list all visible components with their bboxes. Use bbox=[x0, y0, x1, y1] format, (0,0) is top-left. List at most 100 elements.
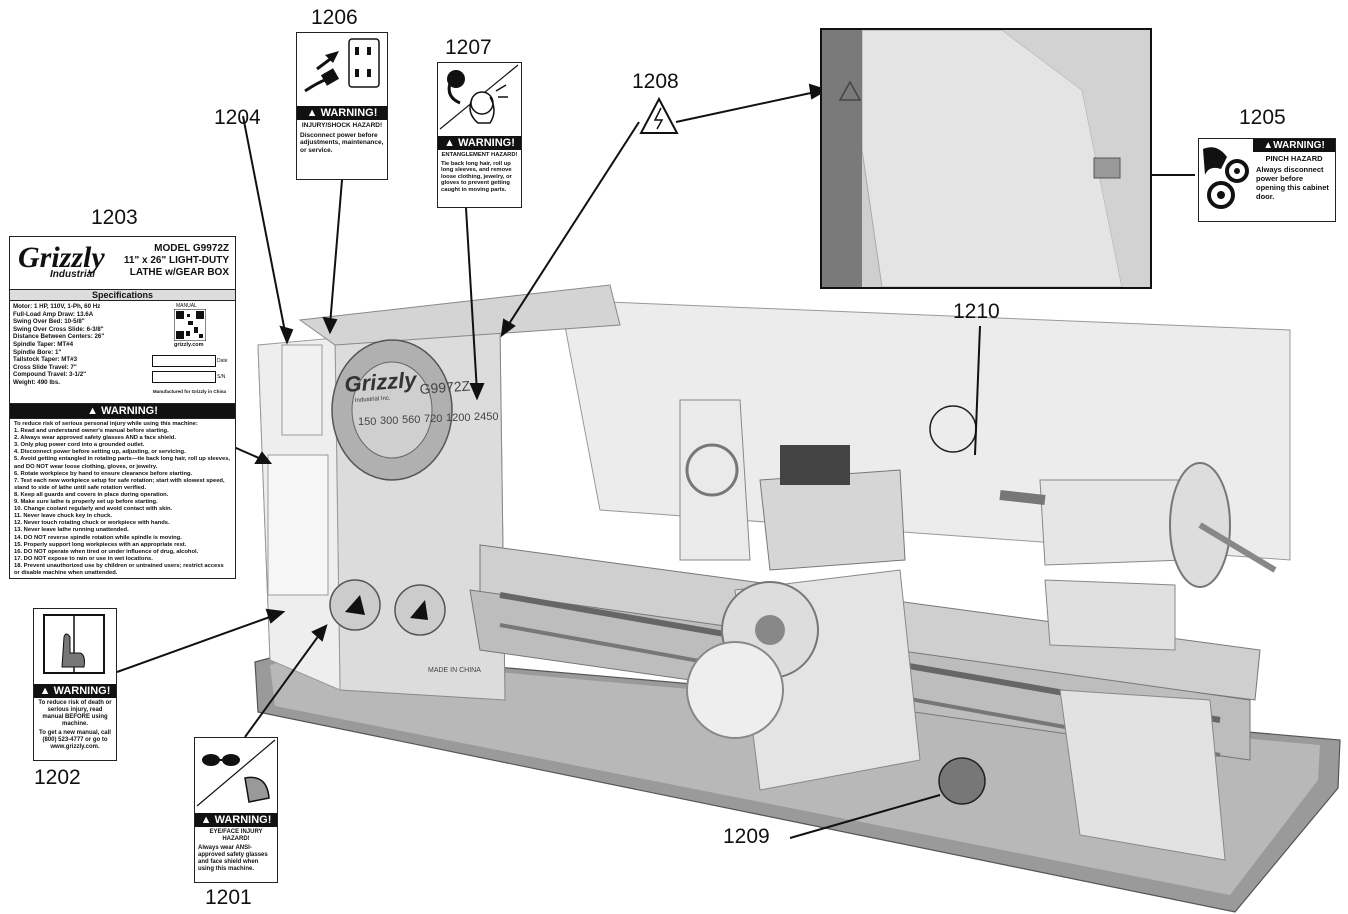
rule-item: 5. Avoid getting entangled in rotating p… bbox=[14, 456, 231, 470]
warning-text: WARNING! bbox=[458, 137, 515, 149]
rule-item: 16. DO NOT operate when tired or under i… bbox=[14, 548, 199, 555]
warning-text: WARNING! bbox=[101, 405, 158, 417]
label-1207-body: Tie back long hair, roll up long sleeves… bbox=[441, 160, 512, 193]
callout-circle-1209 bbox=[938, 757, 986, 805]
callout-1203: 1203 bbox=[91, 206, 138, 229]
rule-item: 14. DO NOT reverse spindle rotation whil… bbox=[14, 534, 182, 541]
label-1205-title: PINCH HAZARD bbox=[1265, 154, 1323, 163]
label-1201: ▲ WARNING! EYE/FACE INJURY HAZARD! Alway… bbox=[194, 737, 278, 883]
grizzly-logo-sub: Industrial bbox=[50, 269, 96, 280]
label-1201-title: EYE/FACE INJURY HAZARD! bbox=[209, 829, 263, 842]
qr-code-icon bbox=[174, 309, 206, 341]
rule-item: 11. Never leave chuck key in chuck. bbox=[14, 513, 112, 520]
speed-2: 300 bbox=[380, 415, 398, 427]
rule-item: 7. Test each new workpiece setup for saf… bbox=[14, 477, 225, 491]
model-number: MODEL G9972Z bbox=[154, 243, 229, 254]
spec-item: Swing Over Cross Slide: 6-3/8" bbox=[13, 325, 104, 333]
electric-hazard-icon bbox=[639, 96, 679, 134]
rule-item: 2. Always wear approved safety glasses A… bbox=[14, 435, 176, 442]
label-1206-body: Disconnect power before adjustments, mai… bbox=[300, 131, 384, 154]
rule-item: 10. Change coolant regularly and avoid c… bbox=[14, 506, 173, 513]
spec-item: Distance Between Centers: 26" bbox=[13, 333, 105, 341]
label-1202-body-1: To reduce risk of death or serious injur… bbox=[38, 700, 112, 727]
speed-table: 150 300 560 720 1200 2450 bbox=[358, 411, 498, 428]
spec-item: Spindle Bore: 1" bbox=[13, 348, 62, 356]
rule-item: 4. Disconnect power before setting up, a… bbox=[14, 449, 186, 456]
speed-6: 2450 bbox=[474, 411, 498, 423]
warning-bar: ▲ WARNING! bbox=[10, 404, 235, 419]
callout-1201: 1201 bbox=[205, 886, 252, 909]
entanglement-icon bbox=[439, 64, 519, 130]
label-1207: ▲ WARNING! ENTANGLEMENT HAZARD! Tie back… bbox=[437, 62, 522, 208]
spec-title: Specifications bbox=[10, 290, 235, 301]
date-field-label: Date bbox=[217, 358, 228, 364]
safety-rules: To reduce risk of serious personal injur… bbox=[10, 419, 235, 579]
rule-item: 6. Rotate workpiece by hand to ensure cl… bbox=[14, 470, 193, 477]
rules-intro: To reduce risk of serious personal injur… bbox=[14, 421, 198, 427]
spec-item: Swing Over Bed: 10-5/8" bbox=[13, 318, 85, 326]
label-1206-title: INJURY/SHOCK HAZARD! bbox=[301, 122, 383, 129]
rule-item: 9. Make sure lathe is properly set up be… bbox=[14, 499, 158, 506]
callout-1208: 1208 bbox=[632, 70, 679, 93]
spec-item: Full-Load Amp Draw: 13.6A bbox=[13, 310, 94, 318]
spec-item: Cross Slide Travel: 7" bbox=[13, 363, 77, 371]
speed-5: 1200 bbox=[446, 412, 470, 424]
spec-item: Compound Travel: 3-1/2" bbox=[13, 371, 87, 379]
machine-made-in: MADE IN CHINA bbox=[428, 667, 481, 674]
manual-book-icon bbox=[43, 614, 105, 674]
callout-1210: 1210 bbox=[953, 300, 1000, 323]
callout-1204: 1204 bbox=[214, 106, 261, 129]
rule-item: 1. Read and understand owner's manual be… bbox=[14, 428, 169, 435]
label-1206: ▲ WARNING! INJURY/SHOCK HAZARD! Disconne… bbox=[296, 32, 388, 180]
rule-item: 17. DO NOT expose to rain or use in wet … bbox=[14, 555, 153, 562]
callout-1202: 1202 bbox=[34, 766, 81, 789]
sn-field-label: S/N bbox=[217, 374, 226, 380]
label-1207-title: ENTANGLEMENT HAZARD! bbox=[441, 152, 518, 158]
machine-brand-sub: Industrial Inc. bbox=[355, 395, 391, 403]
safety-glasses-icon bbox=[196, 739, 276, 807]
callout-1205: 1205 bbox=[1239, 106, 1286, 129]
warning-bar: ▲ WARNING! bbox=[34, 684, 116, 698]
model-desc-1: 11" x 26" LIGHT-DUTY bbox=[123, 255, 229, 266]
machine-brand: Grizzly bbox=[344, 367, 419, 397]
spec-item: Tailstock Taper: MT#3 bbox=[13, 356, 78, 364]
label-1203: Grizzly Industrial MODEL G9972Z 11" x 26… bbox=[9, 236, 236, 579]
rule-item: 18. Prevent unauthorized use by children… bbox=[14, 562, 224, 576]
model-desc-2: LATHE w/GEAR BOX bbox=[129, 267, 229, 278]
warning-text: WARNING! bbox=[320, 107, 378, 119]
warning-text: WARNING! bbox=[1273, 140, 1325, 151]
manual-caption: MANUAL bbox=[176, 303, 197, 309]
spec-item: Weight: 490 lbs. bbox=[13, 378, 60, 386]
rule-item: 8. Keep all guards and covers in place d… bbox=[14, 491, 169, 498]
callout-1209: 1209 bbox=[723, 825, 770, 848]
label-1203-header: Grizzly Industrial MODEL G9972Z 11" x 26… bbox=[10, 237, 235, 290]
warning-bar: ▲ WARNING! bbox=[195, 813, 277, 827]
warning-bar: ▲WARNING! bbox=[1253, 139, 1335, 152]
label-1202: ▲ WARNING! To reduce risk of death or se… bbox=[33, 608, 117, 761]
warning-bar: ▲ WARNING! bbox=[438, 136, 521, 150]
speed-3: 560 bbox=[402, 414, 420, 426]
label-1201-body: Always wear ANSI-approved safety glasses… bbox=[198, 845, 268, 872]
grizzly-logo: Grizzly bbox=[18, 241, 105, 274]
spec-list: Motor: 1 HP, 110V, 1-Ph, 60 Hz Full-Load… bbox=[10, 301, 144, 403]
warning-text: WARNING! bbox=[214, 814, 272, 826]
callout-1206: 1206 bbox=[311, 6, 358, 29]
rule-item: 13. Never leave lathe running unattended… bbox=[14, 527, 129, 534]
spec-item: Spindle Taper: MT#4 bbox=[13, 340, 74, 348]
spec-item: Motor: 1 HP, 110V, 1-Ph, 60 Hz bbox=[13, 303, 101, 310]
rule-item: 12. Never touch rotating chuck or workpi… bbox=[14, 520, 170, 527]
pinch-gear-icon bbox=[1203, 147, 1249, 209]
manufactured-caption: Manufactured for Grizzly in China bbox=[152, 389, 227, 394]
warning-bar: ▲ WARNING! bbox=[297, 106, 387, 120]
speed-4: 720 bbox=[424, 413, 442, 425]
speed-1: 150 bbox=[358, 416, 376, 428]
power-plug-icon bbox=[304, 38, 380, 93]
warning-text: WARNING! bbox=[53, 685, 111, 697]
callout-1207: 1207 bbox=[445, 36, 492, 59]
detail-inset bbox=[820, 28, 1152, 289]
machine-model: G9972Z bbox=[419, 377, 471, 397]
label-1205: ▲WARNING! PINCH HAZARD Always disconnect… bbox=[1198, 138, 1336, 222]
qr-site: grizzly.com bbox=[174, 342, 204, 348]
label-1205-body: Always disconnect power before opening t… bbox=[1256, 165, 1329, 201]
